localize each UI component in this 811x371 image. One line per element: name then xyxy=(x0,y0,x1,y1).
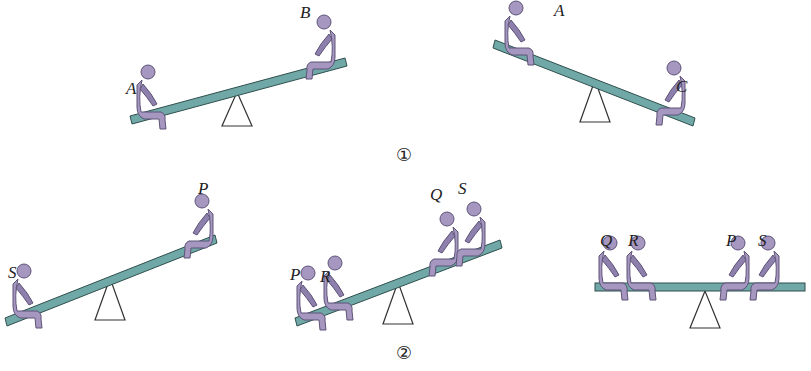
person-letter: Q xyxy=(430,186,442,203)
person-letter: P xyxy=(198,180,208,197)
seesaw xyxy=(5,194,217,328)
person-letter: S xyxy=(8,264,17,281)
person-letter: P xyxy=(726,232,736,249)
person-letter: S xyxy=(458,180,467,197)
person-letter: Q xyxy=(600,232,612,249)
person-letter: C xyxy=(676,78,687,95)
person-letter: S xyxy=(758,232,767,249)
seesaw xyxy=(595,236,805,328)
person-letter: A xyxy=(554,2,564,19)
figure-number: ② xyxy=(396,344,412,362)
person-letter: A xyxy=(126,80,136,97)
figure-number: ① xyxy=(396,146,412,164)
person-letter: R xyxy=(628,232,638,249)
person-letter: B xyxy=(300,4,310,21)
person-letter: P xyxy=(290,266,300,283)
seesaw xyxy=(493,1,695,126)
seesaw xyxy=(130,15,347,129)
person-letter: R xyxy=(320,268,330,285)
seesaw xyxy=(295,202,502,330)
